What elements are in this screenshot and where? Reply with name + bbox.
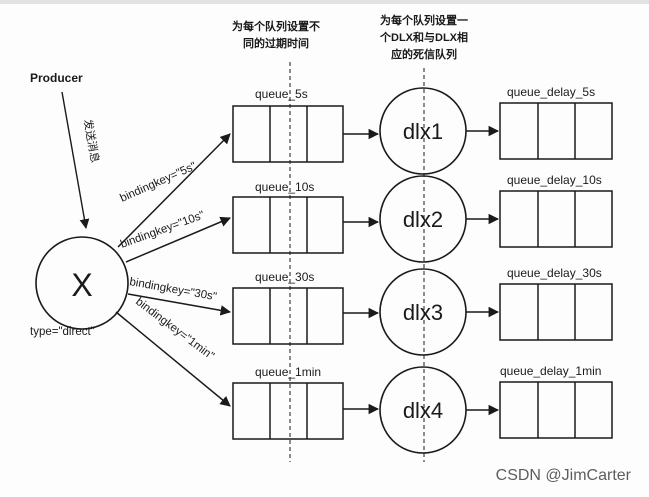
binding-arrow-30s [127, 293, 232, 316]
dlx-label-1: dlx1 [403, 119, 443, 144]
ttl-header-line-2: 同的过期时间 [243, 36, 309, 50]
dlx-header-line-2: 个DLX和与DLX相 [379, 30, 468, 44]
exchange-label: X [71, 267, 92, 303]
dlx-header-line-1: 为每个队列设置一 [380, 13, 468, 27]
producer-label: Producer [30, 71, 83, 85]
queue-box-10s [232, 196, 344, 254]
queue-box-1min [232, 382, 344, 440]
queue-label-1min: queue_1min [255, 365, 321, 379]
binding-arrow-5s [117, 133, 231, 248]
binding-label-10s: bindingkey="10s" [119, 209, 206, 251]
binding-arrow-1min [115, 311, 231, 407]
queue-box-5s [232, 105, 344, 163]
queue-label-10s: queue_10s [255, 180, 314, 194]
binding-label-1min: bindingkey="1min" [133, 296, 216, 363]
dlx-header-line-3: 应的死信队列 [391, 47, 457, 61]
exchange-type-label: type="direct" [30, 326, 95, 338]
exchange-circle [35, 236, 129, 330]
delay-queue-label-1min: queue_delay_1min [500, 364, 601, 378]
delay-queue-box-30s [499, 283, 613, 341]
delay-queue-label-5s: queue_delay_5s [507, 85, 595, 99]
top-edge-band [0, 0, 649, 4]
queue-label-30s: queue_30s [255, 270, 314, 284]
dlx-label-3: dlx3 [403, 300, 443, 325]
watermark: CSDN @JimCarter [495, 467, 631, 484]
producer-arrow [61, 91, 90, 229]
delay-queue-box-1min [499, 381, 613, 439]
delay-queue-label-30s: queue_delay_30s [507, 266, 602, 280]
queue-label-5s: queue_5s [255, 87, 308, 101]
row-10s: bindingkey="10s" queue_10s dlx2 queue_de… [119, 173, 613, 263]
dlx-label-2: dlx2 [403, 207, 443, 232]
binding-arrow-10s [125, 216, 231, 263]
queue-box-30s [232, 287, 344, 345]
delay-queue-box-10s [499, 190, 613, 248]
binding-label-5s: bindingkey="5s" [118, 160, 198, 204]
ttl-header-line-1: 为每个队列设置不 [232, 19, 320, 33]
delay-queue-box-5s [499, 102, 613, 160]
producer-action-label: 发送消息 [81, 118, 102, 164]
delay-queue-label-10s: queue_delay_10s [507, 173, 602, 187]
dlx-label-4: dlx4 [403, 398, 443, 423]
